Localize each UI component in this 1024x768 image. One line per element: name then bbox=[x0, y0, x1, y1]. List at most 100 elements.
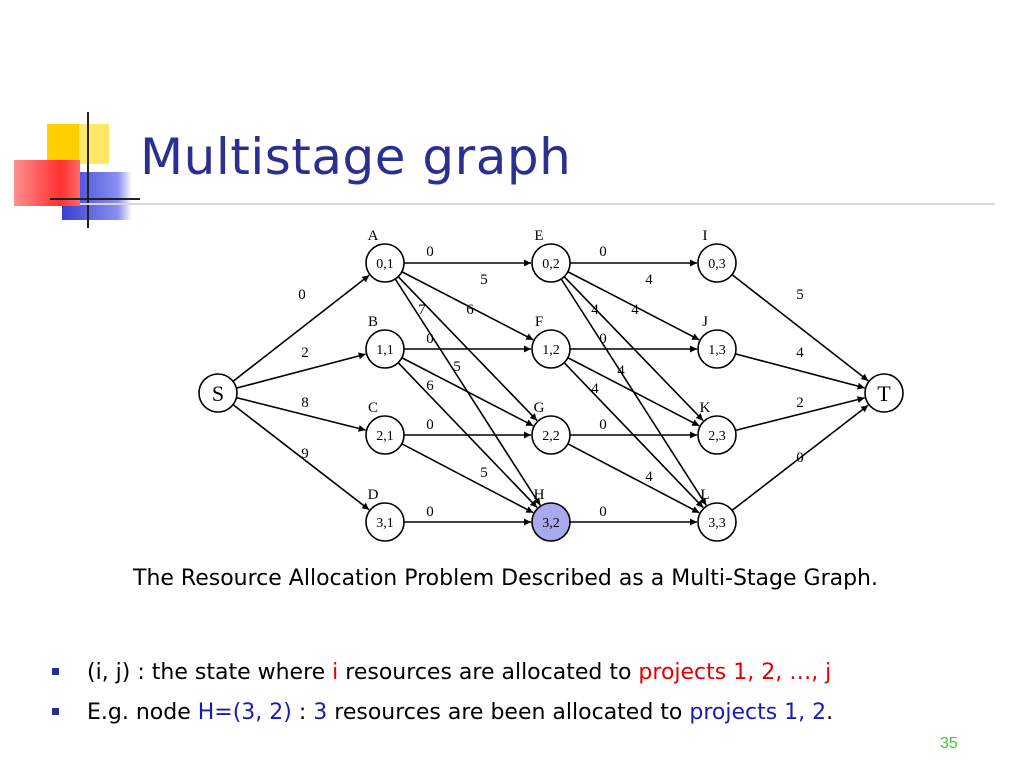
node-name-H: H bbox=[534, 487, 545, 503]
edge-weight-H-L: 0 bbox=[599, 504, 607, 520]
edge-weight-S-B: 2 bbox=[301, 345, 309, 361]
edge-L-T bbox=[731, 404, 869, 512]
node-E bbox=[531, 243, 571, 283]
edge-weight-A-E: 0 bbox=[426, 244, 434, 260]
node-name-B: B bbox=[368, 314, 378, 330]
node-state-label-F: 1,2 bbox=[542, 343, 560, 358]
bullet-2-part-7: . bbox=[826, 700, 834, 725]
node-state-label-E: 0,2 bbox=[542, 257, 560, 272]
node-T bbox=[864, 373, 904, 413]
edge-J-T bbox=[735, 353, 865, 390]
edge-weight-A-H: 7 bbox=[418, 302, 426, 318]
edge-E-J bbox=[567, 271, 700, 341]
page-title: Multistage graph bbox=[140, 128, 572, 186]
node-state-label-C: 2,1 bbox=[376, 429, 394, 444]
deco-yellow-square-2 bbox=[79, 124, 109, 164]
edge-weight-F-K: 4 bbox=[617, 363, 625, 379]
bullet-1-part-2: i bbox=[332, 660, 339, 685]
edge-B-G bbox=[401, 357, 534, 427]
edge-weight-D-H: 0 bbox=[426, 504, 434, 520]
deco-vertical-line bbox=[87, 112, 89, 228]
node-name-I: I bbox=[703, 228, 708, 244]
edge-weight-E-I: 0 bbox=[599, 244, 607, 260]
node-state-label-J: 1,3 bbox=[708, 343, 726, 358]
node-state-label-D: 3,1 bbox=[376, 516, 394, 531]
edge-weight-F-J: 0 bbox=[599, 331, 607, 347]
edge-weight-E-K: 4 bbox=[631, 302, 639, 318]
node-name-K: K bbox=[700, 400, 711, 416]
edge-K-T bbox=[735, 396, 865, 432]
node-name-C: C bbox=[368, 400, 378, 416]
node-state-label-B: 1,1 bbox=[376, 343, 394, 358]
node-name-T: T bbox=[877, 381, 891, 406]
bullet-1-part-4: projects 1, 2, …, j bbox=[638, 660, 832, 685]
edge-S-C bbox=[236, 396, 366, 432]
deco-horizontal-line bbox=[50, 198, 140, 200]
node-state-label-I: 0,3 bbox=[708, 257, 726, 272]
edge-weight-B-F: 0 bbox=[426, 331, 434, 347]
bullet-2-part-4: 3 bbox=[313, 700, 328, 725]
node-name-D: D bbox=[368, 487, 379, 503]
node-state-label-H: 3,2 bbox=[542, 516, 560, 531]
bullet-2-part-3: : bbox=[291, 700, 314, 725]
node-state-label-K: 2,3 bbox=[708, 429, 726, 444]
edge-G-L bbox=[567, 443, 700, 514]
node-S bbox=[198, 373, 238, 413]
bullet-2-part-5: resources are been allocated to bbox=[327, 700, 690, 725]
node-I bbox=[697, 243, 737, 283]
edge-weight-G-K: 0 bbox=[599, 417, 607, 433]
edge-weight-L-T: 0 bbox=[796, 450, 804, 466]
node-C bbox=[365, 415, 405, 455]
edge-weight-K-T: 2 bbox=[796, 395, 804, 411]
node-name-J: J bbox=[702, 314, 708, 330]
node-H bbox=[531, 502, 571, 542]
node-name-A: A bbox=[368, 228, 379, 244]
bullet-2-part-1: E.g. node bbox=[87, 700, 198, 725]
edge-weight-B-G: 5 bbox=[453, 359, 461, 375]
node-state-label-A: 0,1 bbox=[376, 257, 394, 272]
page-number: 35 bbox=[940, 735, 958, 752]
edge-F-K bbox=[567, 357, 700, 427]
edge-I-T bbox=[731, 274, 869, 382]
node-G bbox=[531, 415, 571, 455]
bullet-2-part-2: H=(3, 2) bbox=[197, 700, 292, 725]
edge-weight-B-H: 6 bbox=[426, 378, 434, 394]
node-K bbox=[697, 415, 737, 455]
diagram-caption: The Resource Allocation Problem Describe… bbox=[133, 566, 878, 591]
edge-weight-A-F: 5 bbox=[480, 272, 488, 288]
node-L bbox=[697, 502, 737, 542]
node-J bbox=[697, 329, 737, 369]
edge-weight-E-J: 4 bbox=[645, 272, 653, 288]
bullet-list: (i, j) : the state where i resources are… bbox=[52, 655, 833, 735]
edge-S-B bbox=[236, 352, 366, 389]
edge-A-F bbox=[401, 271, 534, 341]
bullet-1-part-3: resources are allocated to bbox=[338, 660, 639, 685]
edge-weight-E-L: 4 bbox=[591, 302, 599, 318]
node-D bbox=[365, 502, 405, 542]
node-F bbox=[531, 329, 571, 369]
edge-weight-C-G: 0 bbox=[426, 417, 434, 433]
title-rule bbox=[80, 203, 995, 205]
edge-weight-F-L: 4 bbox=[591, 381, 599, 397]
bullet-item-2: E.g. node H=(3, 2) : 3 resources are bee… bbox=[52, 695, 833, 735]
edge-weight-S-D: 9 bbox=[301, 446, 309, 462]
node-B bbox=[365, 329, 405, 369]
node-name-E: E bbox=[534, 228, 543, 244]
edge-weight-C-H: 5 bbox=[480, 465, 488, 481]
edge-weight-A-G: 6 bbox=[466, 302, 474, 318]
bullet-2-part-6: projects 1, 2 bbox=[689, 700, 827, 725]
edge-weight-G-L: 4 bbox=[645, 469, 653, 485]
edge-C-H bbox=[401, 443, 534, 514]
node-name-S: S bbox=[212, 381, 224, 406]
node-state-label-L: 3,3 bbox=[708, 516, 726, 531]
nodes-layer: S0,1A1,1B2,1C3,1D0,2E1,2F2,2G3,2H0,3I1,3… bbox=[198, 228, 904, 542]
edge-S-D bbox=[232, 403, 370, 511]
bullet-1-part-1: (i, j) : the state where bbox=[87, 660, 333, 685]
edge-weight-J-T: 4 bbox=[796, 345, 804, 361]
edge-weight-S-A: 0 bbox=[298, 287, 306, 303]
node-state-label-G: 2,2 bbox=[542, 429, 560, 444]
node-A bbox=[365, 243, 405, 283]
edge-weight-S-C: 8 bbox=[301, 395, 309, 411]
